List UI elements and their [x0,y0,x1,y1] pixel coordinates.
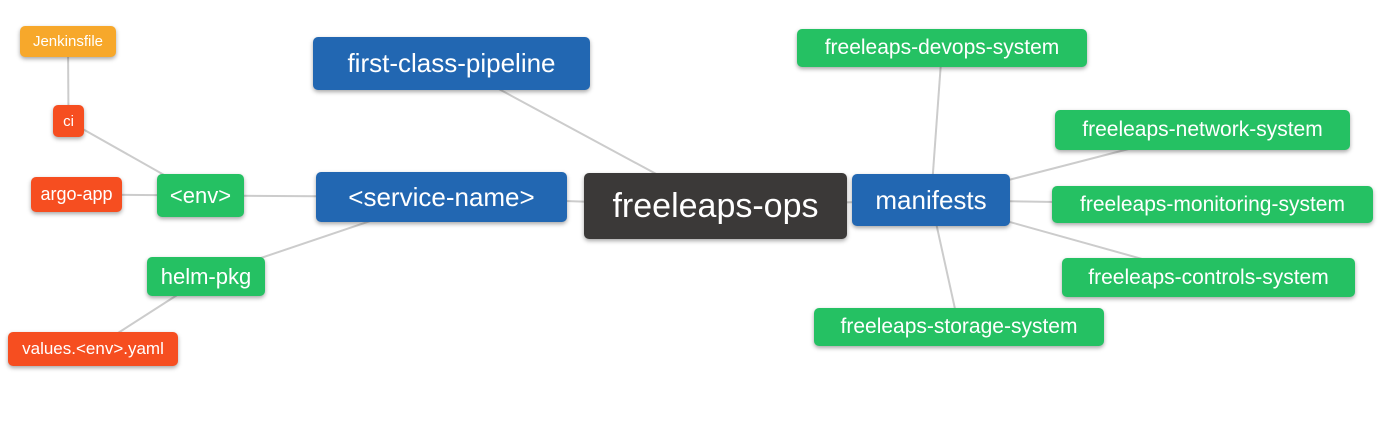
node-monitoring-system[interactable]: freeleaps-monitoring-system [1052,186,1373,223]
node-helm-pkg[interactable]: helm-pkg [147,257,265,296]
node-argo-app[interactable]: argo-app [31,177,122,212]
node-controls-system[interactable]: freeleaps-controls-system [1062,258,1355,297]
node-network-system[interactable]: freeleaps-network-system [1055,110,1350,150]
node-manifests[interactable]: manifests [852,174,1010,226]
node-ci[interactable]: ci [53,105,84,137]
node-devops-system[interactable]: freeleaps-devops-system [797,29,1087,67]
node-values-env-yaml[interactable]: values.<env>.yaml [8,332,178,366]
node-env[interactable]: <env> [157,174,244,217]
node-first-class-pipeline[interactable]: first-class-pipeline [313,37,590,90]
node-service-name[interactable]: <service-name> [316,172,567,222]
node-jenkinsfile[interactable]: Jenkinsfile [20,26,116,57]
node-freeleaps-ops[interactable]: freeleaps-ops [584,173,847,239]
node-storage-system[interactable]: freeleaps-storage-system [814,308,1104,346]
